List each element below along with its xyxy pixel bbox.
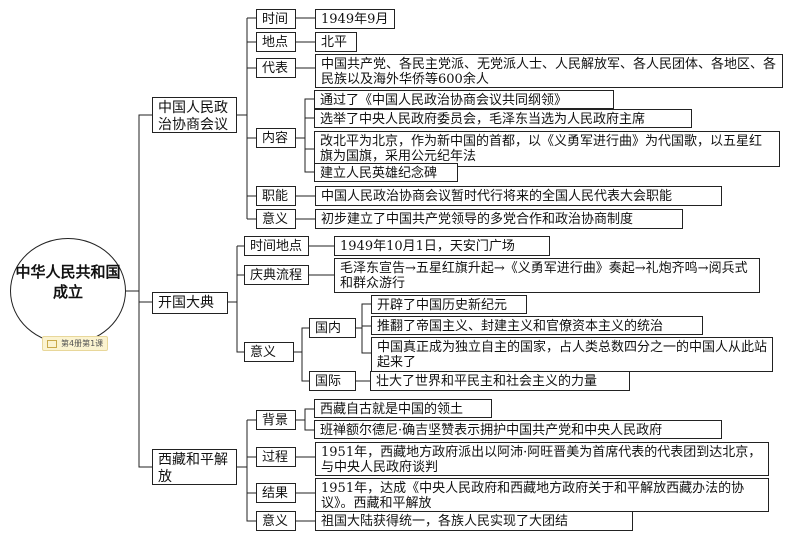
- founding-intl-label: 国际: [309, 371, 356, 391]
- cppcc-rep-label: 代表: [256, 58, 296, 78]
- cppcc-function-value: 中国人民政治协商会议暂时代行将来的全国人民代表大会职能: [315, 186, 722, 206]
- cppcc-function-label: 职能: [256, 186, 296, 206]
- cppcc-content-item: 改北平为北京，作为新中国的首都，以《义勇军进行曲》为代国歌，以五星红旗为国旗，采…: [314, 131, 780, 167]
- tibet-background-label: 背景: [256, 410, 296, 430]
- founding-domestic-item: 开辟了中国历史新纪元: [371, 295, 527, 314]
- founding-domestic-label: 国内: [309, 318, 356, 338]
- tibet-meaning-label: 意义: [256, 511, 296, 531]
- founding-timeplace-value: 1949年10月1日，天安门广场: [334, 236, 550, 256]
- cppcc-content-item: 选举了中央人民政府委员会，毛泽东当选为人民政府主席: [314, 109, 692, 128]
- founding-intl-value: 壮大了世界和平民主和社会主义的力量: [370, 371, 630, 391]
- cppcc-meaning-value: 初步建立了中国共产党领导的多党合作和政治协商制度: [315, 209, 683, 229]
- tibet-background-item: 班禅额尔德尼·确吉坚赞表示拥护中国共产党和中央人民政府: [314, 420, 722, 439]
- cppcc-content-item: 建立人民英雄纪念碑: [314, 163, 458, 182]
- founding-ceremony-label: 庆典流程: [244, 265, 309, 285]
- node-cppcc: 中国人民政治协商会议: [152, 97, 237, 133]
- cppcc-time-value: 1949年9月: [315, 9, 395, 29]
- founding-timeplace-label: 时间地点: [244, 236, 309, 256]
- node-tibet: 西藏和平解放: [152, 449, 237, 485]
- book-icon: [47, 339, 57, 348]
- tibet-process-value: 1951年，西藏地方政府派出以阿沛·阿旺晋美为首席代表的代表团到达北京，与中央人…: [315, 442, 769, 476]
- cppcc-rep-value: 中国共产党、各民主党派、无党派人士、人民解放军、各人民团体、各地区、各民族以及海…: [315, 54, 783, 88]
- cppcc-time-label: 时间: [256, 9, 296, 29]
- root-title: 中华人民共和国成立: [15, 263, 121, 301]
- tibet-background-item: 西藏自古就是中国的领土: [314, 399, 492, 418]
- tibet-process-label: 过程: [256, 447, 296, 467]
- node-founding: 开国大典: [152, 292, 228, 314]
- tibet-meaning-value: 祖国大陆获得统一，各族人民实现了大团结: [315, 511, 633, 531]
- lesson-badge: 第4册第1课: [42, 336, 109, 351]
- lesson-badge-label: 第4册第1课: [61, 339, 104, 348]
- cppcc-content-label: 内容: [256, 128, 296, 148]
- cppcc-content-item: 通过了《中国人民政治协商会议共同纲领》: [314, 90, 614, 109]
- founding-meaning-label: 意义: [244, 342, 294, 362]
- founding-domestic-item: 推翻了帝国主义、封建主义和官僚资本主义的统治: [371, 316, 703, 335]
- tibet-result-label: 结果: [256, 483, 296, 503]
- cppcc-place-label: 地点: [256, 32, 296, 52]
- tibet-result-value: 1951年，达成《中央人民政府和西藏地方政府关于和平解放西藏办法的协议》。西藏和…: [315, 478, 769, 512]
- founding-ceremony-value: 毛泽东宣告→五星红旗升起→《义勇军进行曲》奏起→礼炮齐鸣→阅兵式和群众游行: [334, 258, 760, 293]
- root-node: [10, 238, 126, 344]
- cppcc-place-value: 北平: [315, 32, 357, 52]
- cppcc-meaning-label: 意义: [256, 209, 296, 229]
- founding-domestic-item: 中国真正成为独立自主的国家，占人类总数四分之一的中国人从此站起来了: [371, 337, 773, 372]
